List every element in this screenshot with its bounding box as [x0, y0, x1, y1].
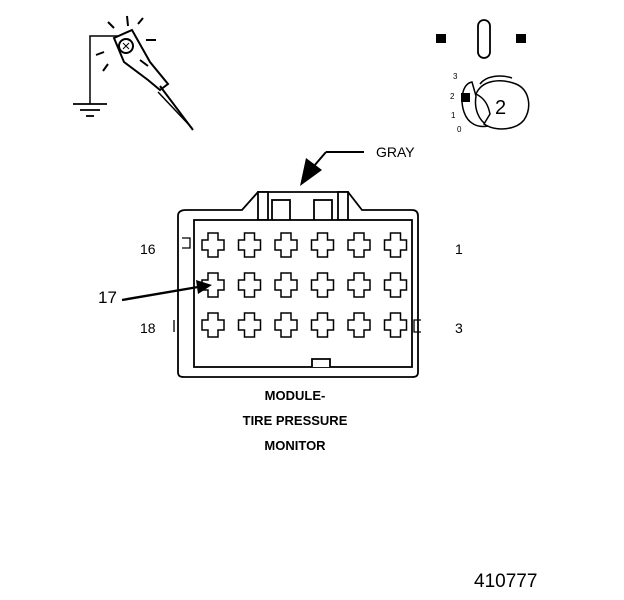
pin-cavity: [201, 272, 225, 298]
pin-label-3: 3: [455, 320, 463, 336]
ground-icon: [73, 103, 107, 117]
pin-grid: [201, 232, 408, 338]
pin-cavity: [310, 272, 335, 298]
pin-cavity: [274, 232, 298, 258]
pin-cavity: [347, 272, 371, 298]
pin-label-16: 16: [140, 241, 156, 257]
ignition-pos-0: 0: [457, 125, 462, 134]
pin-cavity: [237, 272, 262, 298]
pin-cavity: [274, 272, 298, 298]
pin-cavity: [383, 272, 408, 298]
pin-cavity: [383, 232, 408, 258]
pin-cavity: [274, 312, 298, 338]
title-line-2: TIRE PRESSURE: [242, 413, 348, 428]
figure-id: 410777: [474, 571, 538, 592]
pin-label-1: 1: [455, 241, 463, 257]
pin-cavity: [310, 312, 335, 338]
connector-color-label: GRAY: [376, 144, 415, 160]
title-line-1: MODULE-: [264, 388, 326, 403]
ignition-pos-2: 2: [450, 92, 455, 101]
pin-17-arrow: [121, 280, 212, 302]
pin-cavity: [347, 232, 371, 258]
pin-cavity: [383, 312, 408, 338]
ignition-switch-icon: [461, 75, 530, 130]
pin-cavity: [237, 312, 262, 338]
pin-cavity: [201, 232, 225, 258]
pin-cavity: [310, 232, 335, 258]
pin-cavity: [201, 312, 225, 338]
ignition-selected: 2: [495, 97, 507, 119]
pin-label-18: 18: [140, 320, 156, 336]
pin-label-17: 17: [98, 288, 117, 307]
pin-cavity: [237, 232, 262, 258]
test-probe-icon: [89, 15, 194, 131]
ignition-pos-1: 1: [451, 111, 456, 120]
ignition-key-icon: [436, 19, 526, 59]
pin-cavity: [347, 312, 371, 338]
gray-arrow: [300, 151, 364, 186]
title-line-3: MONITOR: [264, 438, 326, 453]
ignition-pos-3: 3: [453, 72, 458, 81]
